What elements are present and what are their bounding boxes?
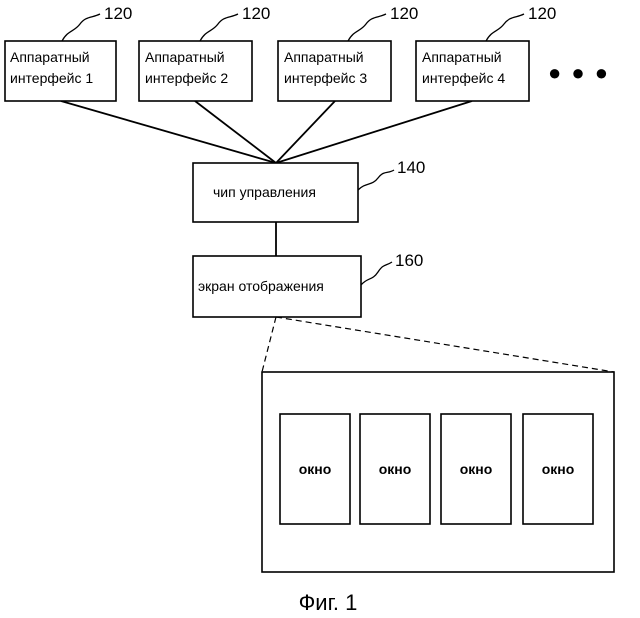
display-screen-label: экран отображения bbox=[198, 278, 324, 294]
leader-120-3 bbox=[348, 14, 386, 41]
hardware-interface-1: Аппаратный интерфейс 1 bbox=[5, 41, 116, 101]
window-3-label: окно bbox=[460, 461, 493, 477]
ref-160: 160 bbox=[395, 251, 423, 270]
ellipsis-dots: ● ● ● bbox=[548, 60, 610, 85]
leader-120-2 bbox=[200, 14, 238, 41]
ref-120-2: 120 bbox=[242, 4, 270, 23]
connector-hw2-chip bbox=[195, 101, 276, 163]
hardware-interface-1-line1: Аппаратный bbox=[10, 49, 90, 65]
ref-120-group-3: 120 bbox=[348, 4, 418, 41]
leader-120-1 bbox=[62, 14, 100, 41]
hardware-interface-1-line2: интерфейс 1 bbox=[10, 70, 93, 86]
display-screen-box: экран отображения bbox=[193, 256, 361, 317]
connector-hw1-chip bbox=[61, 101, 276, 163]
zoom-line-left bbox=[262, 317, 276, 372]
leader-160 bbox=[361, 262, 392, 285]
hardware-interface-4-line1: Аппаратный bbox=[422, 49, 502, 65]
hardware-interface-3: Аппаратный интерфейс 3 bbox=[278, 41, 391, 101]
window-4-label: окно bbox=[542, 461, 575, 477]
control-chip-box: чип управления bbox=[193, 163, 358, 222]
window-4: окно bbox=[523, 414, 593, 524]
hardware-interface-2: Аппаратный интерфейс 2 bbox=[139, 41, 252, 101]
ref-140: 140 bbox=[397, 158, 425, 177]
hardware-interface-4-line2: интерфейс 4 bbox=[422, 70, 505, 86]
hardware-interface-3-line2: интерфейс 3 bbox=[284, 70, 367, 86]
leader-140 bbox=[358, 170, 394, 190]
ref-120-group-2: 120 bbox=[200, 4, 270, 41]
hardware-interface-4: Аппаратный интерфейс 4 bbox=[416, 41, 529, 101]
ref-120-group-1: 120 bbox=[62, 4, 132, 41]
ref-120-3: 120 bbox=[390, 4, 418, 23]
ref-120-4: 120 bbox=[528, 4, 556, 23]
control-chip-label: чип управления bbox=[213, 184, 316, 200]
ref-120-group-4: 120 bbox=[486, 4, 556, 41]
window-1: окно bbox=[280, 414, 350, 524]
hardware-interface-3-line1: Аппаратный bbox=[284, 49, 364, 65]
leader-120-4 bbox=[486, 14, 524, 41]
hardware-interface-2-line2: интерфейс 2 bbox=[145, 70, 228, 86]
zoom-line-right bbox=[276, 317, 614, 372]
window-2: окно bbox=[360, 414, 430, 524]
ref-160-group: 160 bbox=[361, 251, 423, 285]
ref-140-group: 140 bbox=[358, 158, 425, 190]
window-3: окно bbox=[441, 414, 511, 524]
hardware-interface-2-line1: Аппаратный bbox=[145, 49, 225, 65]
window-1-label: окно bbox=[299, 461, 332, 477]
ref-120-1: 120 bbox=[104, 4, 132, 23]
figure-caption: Фиг. 1 bbox=[299, 590, 358, 615]
window-2-label: окно bbox=[379, 461, 412, 477]
